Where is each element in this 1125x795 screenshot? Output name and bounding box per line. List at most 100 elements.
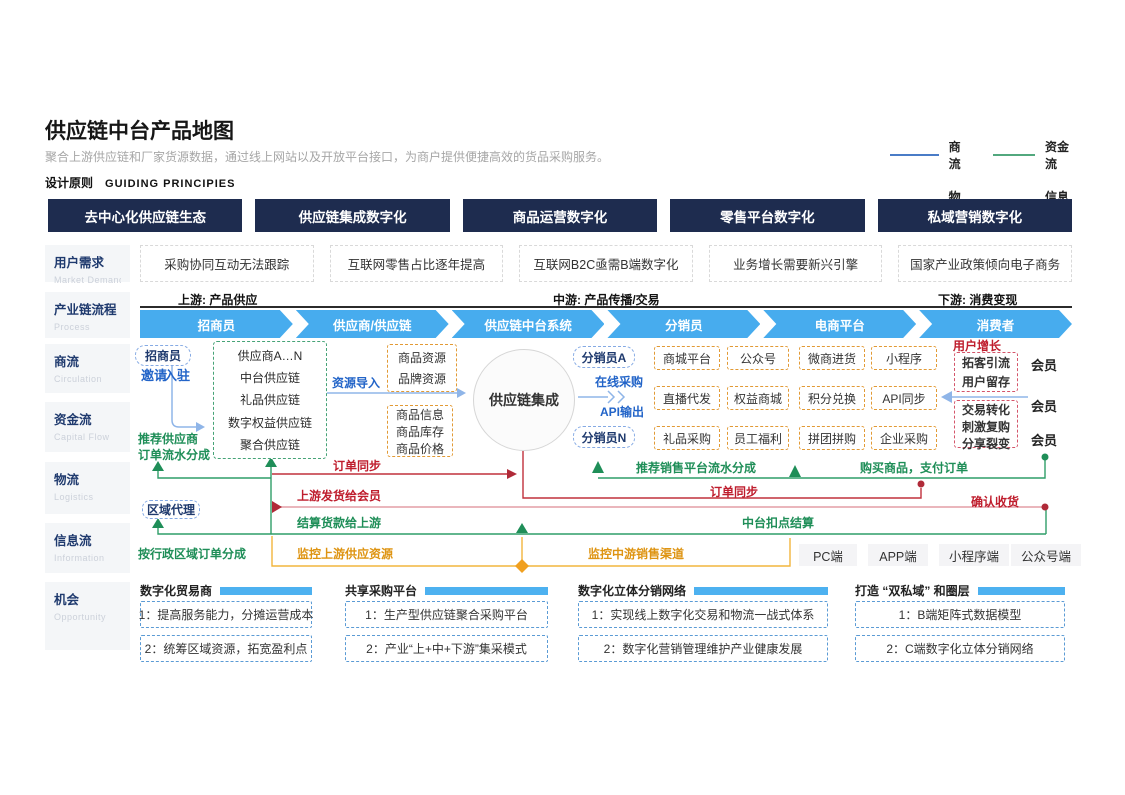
order-sync-left-label: 订单同步 [333, 459, 382, 473]
platform-label: 员工福利 [733, 431, 782, 446]
terminal-miniprogram: 小程序端 [939, 544, 1009, 566]
resource-box-2: 商品信息 商品库存 商品价格 [387, 405, 453, 457]
recommend-supplier-label-1: 推荐供应商 [138, 432, 199, 446]
supplier-item: 数字权益供应链 [227, 415, 312, 430]
sidebar-row-logistics: 物流 Logistics [45, 462, 130, 514]
sidebar-zh: 机会 [54, 593, 80, 607]
growth-box-2: 交易转化 刺激复购 分享裂变 [954, 400, 1018, 451]
merchandise-flow-line-icon [890, 154, 939, 156]
page-title: 供应链中台产品地图 [45, 120, 234, 143]
platform-label: 公众号 [739, 351, 776, 366]
online-purchase-label: 在线采购 [595, 375, 644, 389]
opportunity-bar [977, 586, 1065, 595]
phase-midstream: 中游: 产品传播/交易 [553, 293, 660, 307]
platform-cut-label: 中台扣点结算 [742, 516, 815, 530]
buy-pay-label: 购买商品，支付订单 [860, 461, 969, 475]
growth-item: 用户留存 [961, 374, 1010, 389]
growth-box-1: 拓客引流 用户留存 [954, 352, 1018, 392]
section-label-en: GUIDING PRINCIPIES [105, 178, 236, 190]
market-demand-item: 国家产业政策倾向电子商务 [898, 245, 1072, 282]
opportunity-title: 数字化立体分销网络 [578, 584, 687, 598]
platform-cell: API同步 [871, 386, 937, 410]
sidebar-row-process: 产业链流程 Process [45, 292, 130, 338]
region-split-label: 按行政区域订单分成 [138, 547, 247, 561]
platform-label: 权益商城 [733, 391, 782, 406]
sidebar-en: Circulation [54, 374, 103, 384]
growth-item: 拓客引流 [961, 356, 1010, 371]
terminal-pc: PC端 [799, 544, 857, 566]
supplier-item: 中台供应链 [239, 371, 300, 386]
opportunity-item: 1：提高服务能力，分摊运营成本 [139, 601, 313, 628]
legend-label: 资金流 [1044, 140, 1069, 171]
platform-label: 企业采购 [879, 431, 928, 446]
opportunity-item: 2：数字化营销管理维护产业健康发展 [578, 635, 828, 662]
principle-banner: 零售平台数字化 [670, 199, 865, 232]
sidebar-zh: 物流 [54, 473, 80, 487]
platform-cell: 商城平台 [654, 346, 720, 370]
process-step: 供应链中台系统 [452, 310, 605, 338]
platform-label: 积分兑换 [807, 391, 856, 406]
sidebar-zh: 资金流 [54, 413, 92, 427]
legend-label: 商流 [948, 140, 961, 171]
sidebar-en: Capital Flow [54, 432, 110, 442]
resource-import-label: 资源导入 [332, 376, 381, 390]
opportunity-item: 1：B端矩阵式数据模型 [855, 601, 1065, 628]
distributor-a-box: 分销员A [573, 346, 635, 368]
principle-banner: 供应链集成数字化 [255, 199, 450, 232]
sidebar-row-information: 信息流 Information [45, 523, 130, 573]
platform-cell: 拼团拼购 [799, 426, 865, 450]
member-label: 会员 [1031, 433, 1058, 448]
terminal-official-account: 公众号端 [1011, 544, 1081, 566]
opportunity-item: 1：实现线上数字化交易和物流一战式体系 [578, 601, 828, 628]
join-label: 入驻 [164, 368, 191, 383]
legend-item-capital-flow: 资金流 [993, 138, 1074, 172]
phase-upstream: 上游: 产品供应 [178, 293, 258, 307]
market-demand-item: 互联网B2C亟需B端数字化 [519, 245, 693, 282]
phase-divider [140, 306, 1072, 308]
opportunity-group-4: 打造 “双私域” 和圈层 1：B端矩阵式数据模型 2：C端数字化立体分销网络 [855, 584, 1065, 664]
principle-banners: 去中心化供应链生态 供应链集成数字化 商品运营数字化 零售平台数字化 私域营销数… [48, 199, 1073, 232]
process-step: 消费者 [919, 310, 1072, 338]
confirm-receipt-label: 确认收货 [971, 495, 1020, 509]
sidebar-row-circulation: 商流 Circulation [45, 344, 130, 393]
principle-banner: 私域营销数字化 [877, 199, 1073, 232]
supplier-group-box: 供应商A…N 中台供应链 礼品供应链 数字权益供应链 聚合供应链 [213, 341, 327, 459]
region-agent-box: 区域代理 [142, 500, 200, 519]
supplier-item: 供应商A…N [237, 349, 303, 364]
platform-label: 商城平台 [662, 351, 711, 366]
platform-label: API同步 [882, 391, 926, 406]
process-step: 招商员 [140, 310, 293, 338]
sidebar-zh: 产业链流程 [54, 303, 117, 317]
sidebar-zh: 商流 [54, 355, 80, 369]
resource-box-1: 商品资源 品牌资源 [387, 344, 457, 392]
opportunity-item: 2：统筹区域资源，拓宽盈利点 [140, 635, 312, 662]
platform-cell: 权益商城 [727, 386, 789, 410]
opportunity-item: 2：C端数字化立体分销网络 [855, 635, 1065, 662]
process-steps: 招商员 供应商/供应链 供应链中台系统 分销员 电商平台 消费者 [140, 310, 1072, 338]
process-step: 供应商/供应链 [296, 310, 449, 338]
sidebar-zh: 信息流 [54, 534, 92, 548]
opportunity-bar [694, 586, 828, 595]
api-output-label: API输出 [600, 405, 645, 419]
platform-cell: 企业采购 [871, 426, 937, 450]
platform-cell: 积分兑换 [799, 386, 865, 410]
platform-cell: 直播代发 [654, 386, 720, 410]
terminal-app: APP端 [868, 544, 928, 566]
platform-cell: 小程序 [871, 346, 937, 370]
ship-to-member-label: 上游发货给会员 [297, 489, 382, 503]
resource-item: 商品库存 [395, 425, 444, 439]
supplier-item: 礼品供应链 [239, 393, 300, 408]
sidebar-en: Information [54, 553, 105, 563]
supplier-item: 聚合供应链 [239, 437, 300, 452]
distributor-n-box: 分销员N [573, 426, 635, 448]
platform-label: 拼团拼购 [807, 431, 856, 446]
member-label: 会员 [1031, 399, 1058, 414]
platform-cell: 礼品采购 [654, 426, 720, 450]
market-demand-item: 采购协同互动无法跟踪 [140, 245, 314, 282]
supply-chain-hub-circle: 供应链集成 [473, 349, 575, 451]
resource-item: 品牌资源 [397, 372, 446, 386]
platform-label: 小程序 [885, 351, 922, 366]
platform-label: 微商进货 [807, 351, 856, 366]
platform-cell: 员工福利 [727, 426, 789, 450]
